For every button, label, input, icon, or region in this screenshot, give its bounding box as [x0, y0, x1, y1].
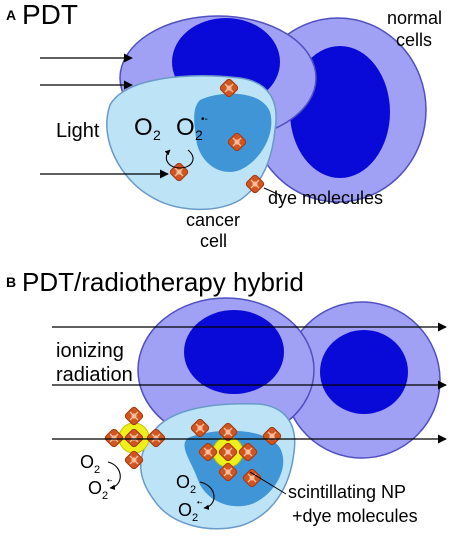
panel-b-letter: B: [6, 274, 16, 290]
scintillating-label-1: scintillating NP: [288, 482, 406, 502]
oxygen-o: O: [134, 114, 153, 141]
cancer-cell-a: [106, 75, 277, 210]
superoxide-sub: 2: [192, 512, 198, 524]
superoxide-o: O: [88, 478, 102, 498]
conversion-arrow: [107, 461, 121, 491]
oxygen-sub: 2: [153, 127, 161, 143]
panel-a-letter: A: [6, 7, 16, 23]
superoxide-charge: •-: [197, 498, 203, 507]
oxygen-o: O: [176, 472, 190, 492]
conversion-arrow: [164, 149, 194, 169]
cancer-cell-label-1: cancer: [186, 210, 240, 230]
superoxide-charge: •-: [201, 114, 208, 125]
scintillating-np-inner: [197, 421, 259, 483]
scintillating-np-outer: [103, 405, 167, 471]
superoxide-o: O: [178, 500, 192, 520]
conversion-arrow: [199, 481, 215, 511]
ionizing-label-1: ionizing: [56, 340, 124, 362]
cancer-cell-b: [140, 402, 296, 530]
dye-molecules-label: dye molecules: [268, 188, 383, 208]
superoxide-charge: •-: [107, 476, 113, 485]
superoxide-sub: 2: [102, 490, 108, 502]
nucleus-left-b: [184, 310, 284, 394]
normal-cell-right-b: [283, 301, 441, 459]
panel-b-title: PDT/radiotherapy hybrid: [22, 267, 304, 297]
nucleus-right-b: [320, 330, 408, 414]
superoxide-o: O: [176, 114, 195, 141]
oxygen-conversion-a: O 2 O 2 •-: [134, 114, 208, 169]
np-pointer: [249, 471, 287, 495]
cancer-cell-label-2: cell: [200, 231, 227, 251]
oxygen-sub: 2: [190, 484, 196, 496]
oxygen-sub: 2: [94, 464, 100, 476]
oxygen-o: O: [80, 452, 94, 472]
light-label: Light: [56, 120, 100, 142]
normal-cells-label-2: cells: [396, 30, 432, 50]
oxygen-conversion-b-outer: O 2 O 2 •-: [80, 452, 121, 502]
ionizing-label-2: radiation: [56, 364, 133, 386]
normal-cells-label-1: normal: [387, 8, 442, 28]
dye-pointer: [263, 187, 283, 197]
panel-a-title: PDT: [22, 0, 78, 30]
panel-a: A PDT Light O 2 O 2: [6, 0, 442, 251]
superoxide-sub: 2: [195, 127, 203, 143]
panel-b: B PDT/radiotherapy hybrid: [6, 267, 447, 530]
scintillating-label-2: +dye molecules: [292, 506, 418, 526]
cancer-nucleus-a: [194, 93, 272, 172]
oxygen-conversion-b-inner: O 2 O 2 •-: [176, 472, 215, 524]
